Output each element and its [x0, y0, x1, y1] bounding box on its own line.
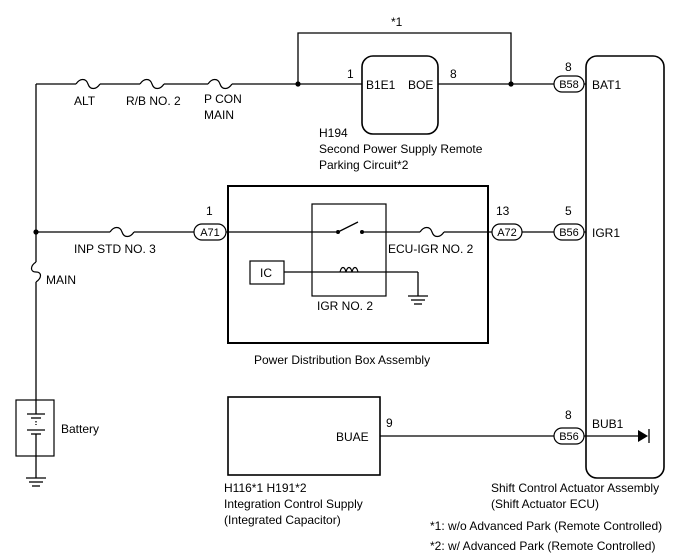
- supply-id: H116*1 H191*2: [224, 481, 307, 495]
- connector-b56-bub1-pin: 8: [565, 408, 572, 422]
- main-fuse-icon: [30, 261, 42, 283]
- connector-b56-igr1-pin: 5: [565, 204, 572, 218]
- battery-box: [15, 399, 55, 457]
- power-distribution-box-name: Power Distribution Box Assembly: [254, 353, 430, 367]
- ecu-igr-no2-fuse-label: ECU-IGR NO. 2: [388, 242, 474, 256]
- connector-a71-label: A71: [200, 227, 220, 239]
- h194-name-line1: Second Power Supply Remote: [319, 142, 483, 156]
- alt-fuse-icon: [75, 78, 101, 90]
- ecu-igr-no2-fuse-icon: [419, 226, 445, 238]
- connector-b58-label: B58: [559, 79, 579, 91]
- pcon-fuse-label-line1: P CON: [204, 92, 242, 106]
- connector-b56-igr1-label: B56: [559, 227, 579, 239]
- shift-actuator-ecu-box: [585, 55, 665, 479]
- relay-label: IGR NO. 2: [317, 299, 373, 313]
- igr-no2-relay-box: [311, 203, 387, 297]
- ground-icon: [408, 295, 428, 305]
- supply-name-line1: Integration Control Supply: [224, 497, 363, 511]
- pcon-fuse-label-line2: MAIN: [204, 108, 234, 122]
- h194-pin-left-number: 1: [347, 67, 354, 81]
- note-1: *1: w/o Advanced Park (Remote Controlled…: [430, 519, 662, 533]
- h194-id: H194: [319, 126, 348, 140]
- h194-module-box: [361, 55, 439, 135]
- diode-icon: [638, 430, 648, 442]
- connector-a72-label: A72: [497, 227, 517, 239]
- supply-pin-number: 9: [386, 416, 393, 430]
- connector-a72-pin: 13: [496, 204, 510, 218]
- supply-terminal-label: BUAE: [336, 430, 369, 444]
- supply-name-line2: (Integrated Capacitor): [224, 513, 341, 527]
- ecu-name-line1: Shift Control Actuator Assembly: [491, 481, 659, 495]
- ic-label: IC: [260, 266, 272, 280]
- bypass-wire-star1: [297, 32, 512, 84]
- main-fuse-label: MAIN: [46, 273, 76, 287]
- power-distribution-box: [227, 185, 489, 344]
- note-2: *2: w/ Advanced Park (Remote Controlled): [430, 539, 655, 553]
- relay-switch-icon: [337, 221, 359, 233]
- connector-a71-pin: 1: [206, 204, 213, 218]
- integration-control-supply-box: [227, 396, 381, 476]
- rb-no2-fuse-icon: [139, 78, 165, 90]
- connector-b58-pin: 8: [565, 60, 572, 74]
- connector-b56-bub1-label: B56: [559, 431, 579, 443]
- h194-name-line2: Parking Circuit*2: [319, 158, 409, 172]
- pcon-main-fuse-icon: [207, 78, 233, 90]
- ic-box: [249, 260, 285, 285]
- ecu-terminal-bub1: BUB1: [592, 417, 624, 431]
- battery-icon: [27, 400, 45, 456]
- ground-icon: [26, 477, 46, 487]
- rb-no2-fuse-label: R/B NO. 2: [126, 94, 181, 108]
- h194-pin-right-number: 8: [450, 67, 457, 81]
- h194-pin-left-label: B1E1: [366, 78, 396, 92]
- alt-fuse-label: ALT: [74, 94, 96, 108]
- relay-coil-icon: [339, 266, 359, 273]
- bypass-note-label: *1: [391, 15, 403, 29]
- inp-std-no3-fuse-icon: [109, 226, 135, 238]
- battery-label: Battery: [61, 422, 99, 436]
- inp-std-no3-fuse-label: INP STD NO. 3: [74, 242, 156, 256]
- ecu-terminal-bat1: BAT1: [592, 78, 621, 92]
- ecu-name-line2: (Shift Actuator ECU): [491, 497, 599, 511]
- ecu-terminal-igr1: IGR1: [592, 226, 620, 240]
- h194-pin-right-label: BOE: [408, 78, 433, 92]
